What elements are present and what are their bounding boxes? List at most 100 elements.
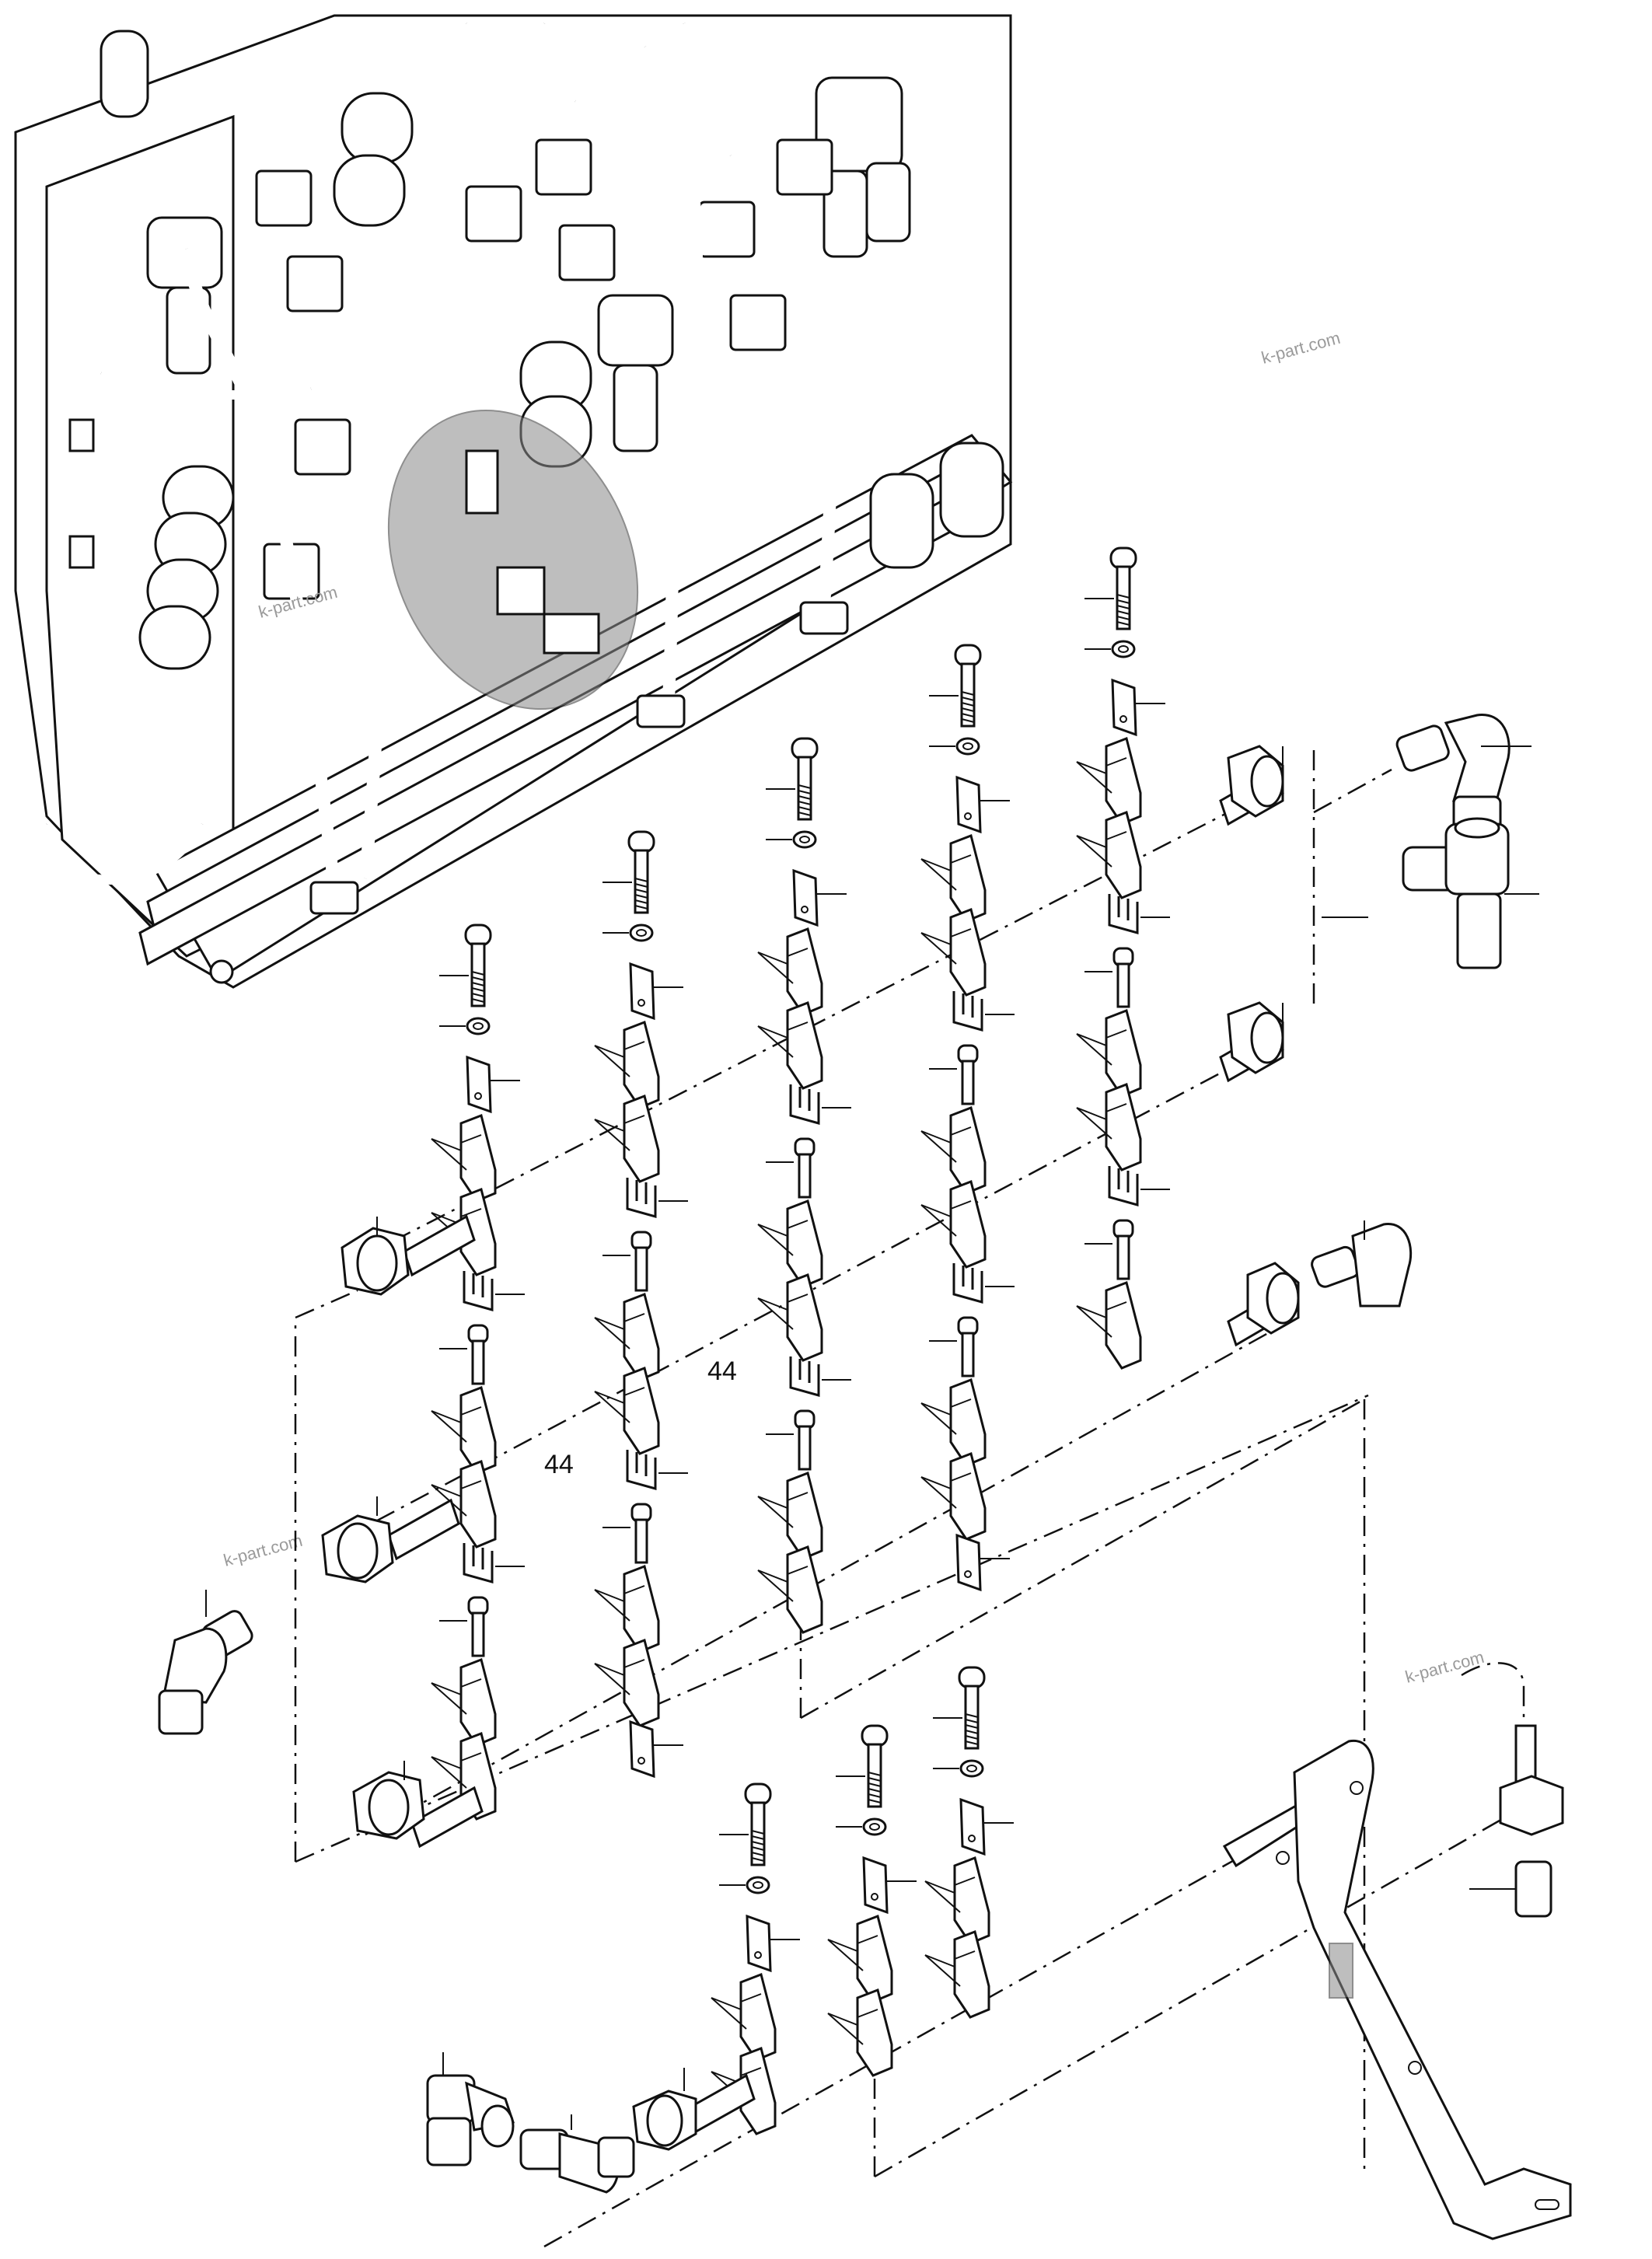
clamp-half xyxy=(1105,1280,1142,1370)
bolt-thread xyxy=(1116,599,1130,604)
washer xyxy=(473,1022,484,1030)
clamp-half xyxy=(623,1115,645,1124)
leader-line xyxy=(757,1297,788,1311)
leader-line xyxy=(920,1476,957,1509)
clamp-half xyxy=(1105,1301,1127,1311)
spacer-bolt xyxy=(798,1153,812,1199)
washer xyxy=(862,1817,887,1836)
clamp-half xyxy=(459,1113,497,1203)
clamp-half xyxy=(787,1294,809,1303)
clamp-half xyxy=(623,1585,645,1594)
bolt-thread xyxy=(634,883,648,888)
cover-plate-hole xyxy=(474,1092,482,1100)
leader-line xyxy=(1076,1107,1107,1120)
clamp-half xyxy=(949,833,987,923)
bolt-thread xyxy=(634,905,648,910)
clamp-half xyxy=(1105,831,1127,840)
leader-line xyxy=(924,1954,955,1967)
clamp-half xyxy=(787,1492,809,1501)
clamp-half xyxy=(623,1564,660,1653)
leader-line xyxy=(1076,835,1112,868)
washer xyxy=(629,924,654,942)
bolt-thread xyxy=(751,1846,765,1851)
cover-plate-hole xyxy=(964,812,972,820)
directional-valves xyxy=(255,138,833,600)
clamp-half xyxy=(787,1566,809,1575)
clamp-half xyxy=(950,928,972,937)
bolt xyxy=(627,830,655,854)
leader-line xyxy=(594,1119,625,1132)
washer xyxy=(955,737,980,756)
washer xyxy=(962,742,973,750)
clamp-half xyxy=(623,1094,660,1183)
leader-line xyxy=(757,1569,794,1602)
spacer-bolt xyxy=(1116,1234,1130,1280)
spacer-bolt xyxy=(634,1518,648,1564)
clamp-half xyxy=(459,1657,497,1747)
watermark: k-part.com xyxy=(1259,328,1343,368)
bolt-thread xyxy=(961,718,975,723)
leader-line xyxy=(431,1138,462,1151)
leader-line xyxy=(920,1204,952,1217)
clamp-half xyxy=(856,1988,893,2077)
bolt-thread xyxy=(751,1852,765,1856)
leader-line xyxy=(594,1119,630,1151)
leader-line xyxy=(827,2013,864,2045)
bolt-thread xyxy=(868,1799,882,1803)
bolt-thread xyxy=(471,976,485,981)
washer xyxy=(746,1876,770,1894)
cover-plate xyxy=(955,1533,982,1592)
leader-line xyxy=(711,1997,747,2030)
elbow-fitting xyxy=(158,1610,253,1735)
leader-line xyxy=(920,1402,952,1416)
leader-line xyxy=(757,1496,794,1528)
bolt-thread xyxy=(1116,616,1130,620)
tube-nut xyxy=(1219,745,1284,826)
clamp-half xyxy=(1105,1082,1142,1171)
clamp-half xyxy=(1105,1029,1127,1039)
clamp-fork xyxy=(1108,1166,1139,1206)
leader-line xyxy=(920,1204,957,1237)
leader-line xyxy=(431,1484,462,1497)
leader-line xyxy=(920,1130,952,1143)
spacer-bolt xyxy=(798,1425,812,1471)
leader-line xyxy=(920,1130,957,1163)
bolt-thread xyxy=(798,812,812,816)
cover-plate xyxy=(629,962,655,1021)
clamp-half xyxy=(954,1950,976,1960)
bolt-thread xyxy=(751,1857,765,1862)
tube-nut xyxy=(321,1498,460,1583)
clamp-half xyxy=(623,1041,645,1050)
bolt-thread xyxy=(471,987,485,992)
leader-line xyxy=(757,1496,788,1509)
leader-line xyxy=(920,1476,952,1489)
leader-line xyxy=(711,1997,742,2010)
clamp-half xyxy=(460,1208,482,1217)
cover-plate xyxy=(955,775,982,834)
clamp-fork xyxy=(952,991,983,1032)
washer xyxy=(636,929,647,937)
clamp-half xyxy=(460,1480,482,1489)
leader-line xyxy=(594,1317,625,1330)
bolt-thread xyxy=(965,1724,979,1729)
part-reference-label: 44 xyxy=(544,1450,574,1479)
clamp-half xyxy=(623,1638,660,1727)
bolt-thread xyxy=(965,1741,979,1745)
clamp-half xyxy=(460,1678,482,1688)
leader-line xyxy=(757,1297,794,1330)
part-reference-label: 44 xyxy=(707,1356,737,1386)
bolt-thread xyxy=(1116,605,1130,609)
clamp-half xyxy=(1105,1008,1142,1098)
clamp-half xyxy=(856,1914,893,2003)
leader-line xyxy=(594,1663,625,1676)
leader-line xyxy=(431,1138,467,1171)
clamp-half xyxy=(949,907,987,997)
leader-line xyxy=(920,932,957,965)
bolt-thread xyxy=(798,806,812,811)
bolt-thread xyxy=(1116,621,1130,626)
clamp-half xyxy=(460,1134,482,1143)
clamp-half xyxy=(460,1406,482,1416)
mounting-bracket xyxy=(1222,1739,1572,2240)
washer xyxy=(466,1017,491,1035)
clamp-half xyxy=(949,1451,987,1541)
